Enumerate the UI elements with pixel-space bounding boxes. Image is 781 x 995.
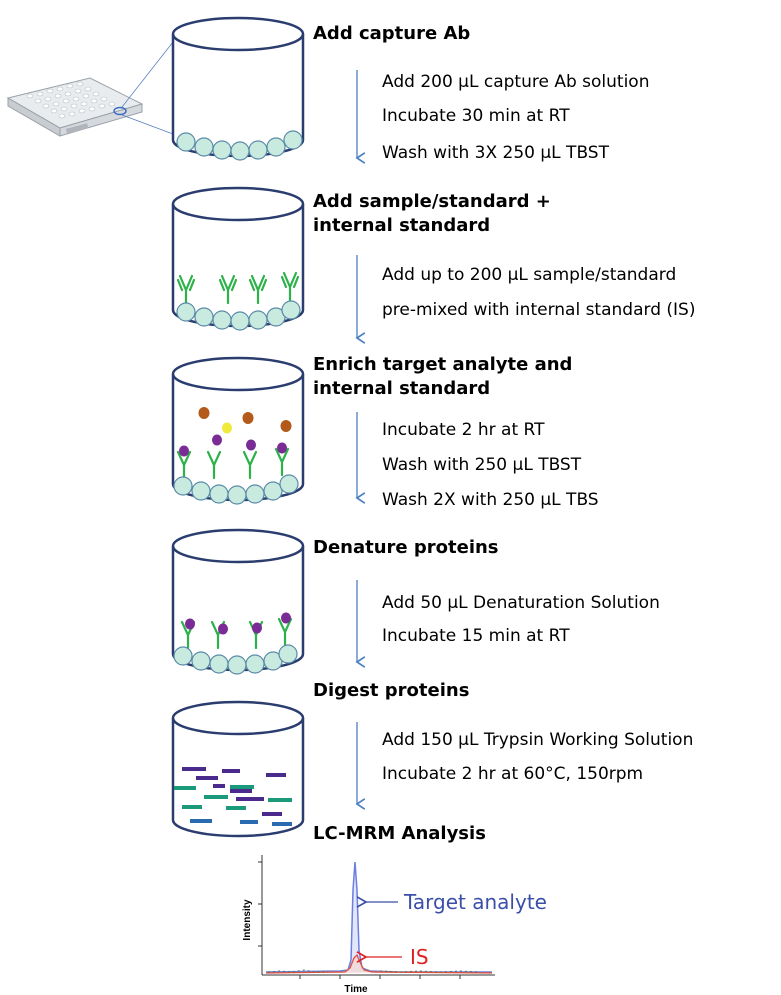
- target-analyte-label: Target analyte: [403, 890, 547, 914]
- step-1-title: Add capture Ab: [313, 23, 470, 44]
- baseline-noise: [267, 969, 481, 973]
- bead-row: [176, 130, 303, 161]
- bead-row: [173, 474, 299, 505]
- bound-analytes: [179, 442, 287, 457]
- step-2-line-2: pre-mixed with internal standard (IS): [382, 300, 695, 320]
- chromatogram: Intensity Time Target analyte IS: [242, 855, 547, 995]
- bead-row: [173, 644, 298, 675]
- well-denature: [171, 528, 305, 675]
- y-axis-label: Intensity: [242, 899, 253, 941]
- step-3-line-3: Wash 2X with 250 µL TBS: [382, 490, 599, 510]
- step-1-line-2: Incubate 30 min at RT: [382, 106, 570, 126]
- step-1-line-3: Wash with 3X 250 µL TBST: [382, 143, 610, 163]
- step-2-title-line-1: Add sample/standard +: [313, 191, 551, 212]
- step-3-title-line-2: internal standard: [313, 378, 490, 399]
- microplate-icon: [6, 41, 174, 137]
- step-2-line-1: Add up to 200 µL sample/standard: [382, 265, 676, 285]
- step-4-line-1: Add 50 µL Denaturation Solution: [382, 593, 660, 613]
- target-analyte-trace: [265, 861, 492, 973]
- step-4-line-2: Incubate 15 min at RT: [382, 626, 570, 646]
- step-2-title-line-2: internal standard: [313, 215, 490, 236]
- step-4-title: Denature proteins: [313, 537, 499, 558]
- free-analytes: [198, 407, 292, 451]
- step-5-title: Digest proteins: [313, 680, 469, 701]
- x-axis-label: Time: [344, 984, 368, 995]
- antibody-row: [180, 617, 293, 650]
- antibody-row: [176, 271, 300, 305]
- peptide-fragments: [174, 767, 292, 826]
- antibody-row: [176, 447, 290, 480]
- is-label: IS: [410, 945, 429, 969]
- is-trace: [265, 953, 493, 974]
- bead-row: [176, 300, 301, 331]
- well-digest: [171, 700, 305, 838]
- step-5-line-2: Incubate 2 hr at 60°C, 150rpm: [382, 764, 643, 784]
- step-3-title-line-1: Enrich target analyte and: [313, 354, 572, 375]
- step-1-line-1: Add 200 µL capture Ab solution: [382, 72, 649, 92]
- bound-analytes: [185, 612, 291, 635]
- well-sample: [171, 186, 305, 331]
- well-enrich: [171, 356, 305, 505]
- step-6-title: LC-MRM Analysis: [313, 823, 486, 844]
- step-3-line-2: Wash with 250 µL TBST: [382, 455, 582, 475]
- step-3-line-1: Incubate 2 hr at RT: [382, 420, 545, 440]
- step-5-line-1: Add 150 µL Trypsin Working Solution: [382, 730, 693, 750]
- well-capture-ab: [171, 16, 305, 161]
